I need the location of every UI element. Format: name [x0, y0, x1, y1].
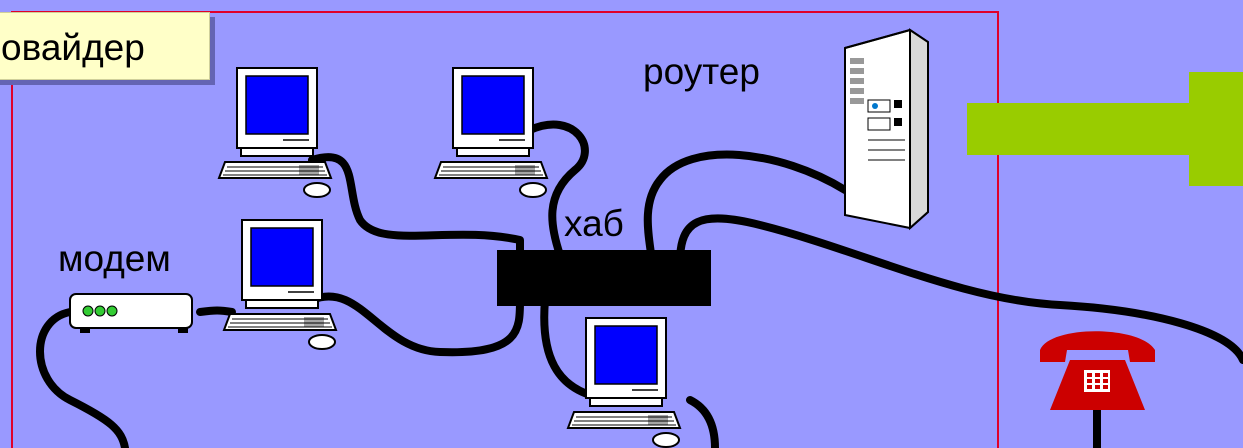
provider-boundary: [11, 11, 999, 448]
computer-icon: [434, 67, 548, 198]
router-label: роутер: [643, 51, 760, 92]
hub-device: [497, 250, 711, 306]
modem-label: модем: [58, 238, 171, 279]
network-cables: [36, 120, 1243, 448]
provider-label-box: овайдер: [0, 12, 210, 80]
provider-label: овайдер: [1, 27, 145, 68]
computer-icon: [567, 317, 681, 448]
computer-icon: [218, 67, 332, 198]
modem-icon: [69, 293, 193, 333]
telephone-icon: [1040, 331, 1155, 410]
hub-label: хаб: [564, 203, 624, 244]
server-tower-icon: [844, 28, 929, 231]
computer-icon: [223, 219, 337, 350]
arrow-right-icon: [967, 72, 1243, 186]
